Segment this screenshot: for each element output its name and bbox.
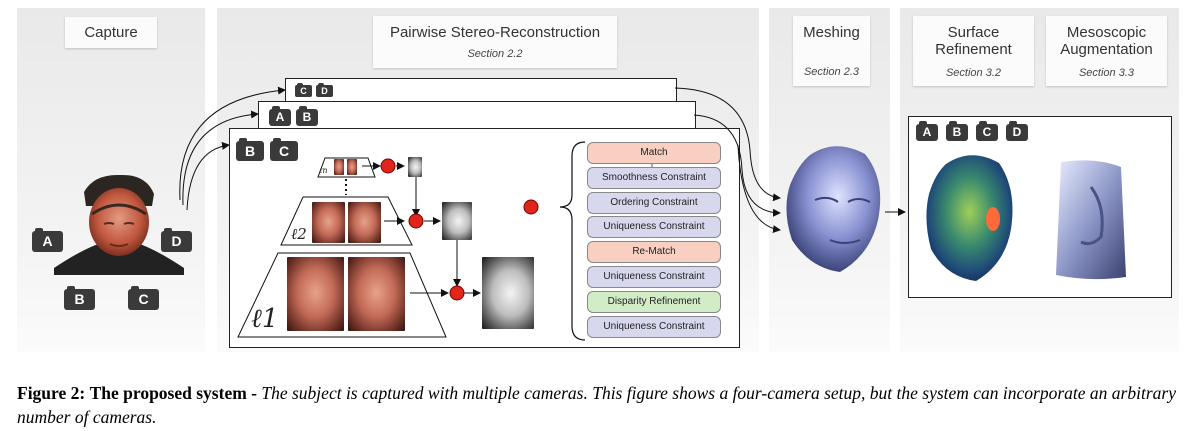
pyramid-label-1: ℓ1 — [251, 304, 279, 334]
pyramid-level-n — [317, 157, 376, 178]
step-ordering: Ordering Constraint — [587, 192, 721, 214]
figure-caption: Figure 2: The proposed system - The subj… — [17, 381, 1187, 429]
mesh-image — [786, 146, 881, 272]
stereo-header: Pairwise Stereo-Reconstruction Section 2… — [373, 16, 617, 68]
process-node-2 — [408, 213, 424, 229]
level-n-image-right — [347, 159, 357, 175]
mesoscopic-detail-image — [1056, 160, 1126, 280]
pyramid-diagram — [179, 86, 1043, 341]
process-node-n — [380, 158, 396, 174]
step-uniqueness-2: Uniqueness Constraint — [587, 266, 721, 288]
pair-cd-camera-d: D — [316, 83, 333, 97]
pyramid-label-2: ℓ2 — [291, 225, 307, 243]
level-1-image-left — [287, 257, 344, 331]
pipeline-brace — [559, 141, 586, 341]
stereo-pair-frame-ab: A B — [258, 101, 696, 130]
step-smoothness: Smoothness Constraint — [587, 167, 721, 189]
meso-title: Mesoscopic Augmentation — [1060, 24, 1153, 58]
stereo-section: Section 2.2 — [467, 48, 523, 60]
level-n-disparity — [408, 157, 422, 177]
step-match: Match — [587, 142, 721, 164]
caption-title: The proposed system - — [89, 383, 257, 403]
refinement-camera-a: A — [916, 121, 938, 141]
captured-subject-image — [54, 170, 184, 275]
step-uniqueness-1: Uniqueness Constraint — [587, 216, 721, 238]
pyramid-label-n: ℓn — [319, 166, 328, 175]
level-n-image-left — [334, 159, 344, 175]
step-rematch: Re-Match — [587, 241, 721, 263]
step-disparity-refinement: Disparity Refinement — [587, 291, 721, 313]
meso-header: Mesoscopic Augmentation Section 3.3 — [1046, 16, 1167, 86]
capture-to-ab-arrow — [182, 110, 259, 206]
capture-header: Capture — [65, 17, 157, 48]
pyramid-level-1 — [237, 252, 447, 338]
bc-to-mesh-arrow — [737, 144, 781, 234]
capture-camera-a: A — [32, 228, 63, 252]
capture-title: Capture — [84, 24, 138, 41]
refinement-frame: A B C D — [908, 116, 1172, 298]
ab-to-mesh-arrow — [693, 114, 781, 217]
process-node-legend — [523, 199, 539, 215]
pair-bc-camera-c: C — [270, 138, 298, 161]
level-2-image-right — [348, 202, 381, 243]
refinement-camera-c: C — [976, 121, 998, 141]
meshing-title: Meshing — [803, 24, 860, 41]
meshing-header: Meshing Section 2.3 — [793, 16, 870, 86]
pair-ab-camera-b: B — [296, 106, 318, 126]
meso-section: Section 3.3 — [1078, 67, 1135, 79]
pair-ab-camera-a: A — [269, 106, 291, 126]
level-1-image-right — [348, 257, 405, 331]
level-2-image-left — [312, 202, 345, 243]
surface-title: Surface Refinement — [935, 24, 1012, 58]
capture-camera-c: C — [128, 286, 159, 310]
process-node-1 — [449, 285, 465, 301]
capture-camera-b: B — [64, 286, 95, 310]
level-2-disparity — [442, 202, 472, 240]
surface-header: Surface Refinement Section 3.2 — [913, 16, 1034, 86]
stereo-pair-frame-cd: C D — [285, 78, 677, 104]
cd-to-mesh-arrow — [674, 87, 781, 202]
refinement-camera-d: D — [1006, 121, 1028, 141]
meshing-section: Section 2.3 — [803, 66, 860, 78]
pair-bc-camera-b: B — [236, 138, 264, 161]
capture-to-bc-arrow — [186, 141, 230, 211]
caption-text: The subject is captured with multiple ca… — [17, 383, 1176, 427]
capture-to-cd-arrow — [179, 86, 286, 201]
subject-svg — [54, 174, 184, 275]
stereo-title: Pairwise Stereo-Reconstruction — [389, 24, 601, 41]
surface-section: Section 3.2 — [945, 67, 1002, 79]
refinement-camera-b: B — [946, 121, 968, 141]
refined-surface-image — [926, 155, 1013, 281]
level-1-disparity — [482, 257, 534, 329]
capture-camera-d: D — [161, 228, 192, 252]
step-uniqueness-3: Uniqueness Constraint — [587, 316, 721, 338]
pair-cd-camera-c: C — [295, 83, 312, 97]
caption-label: Figure 2: — [17, 383, 86, 403]
pyramid-level-2 — [280, 196, 413, 246]
